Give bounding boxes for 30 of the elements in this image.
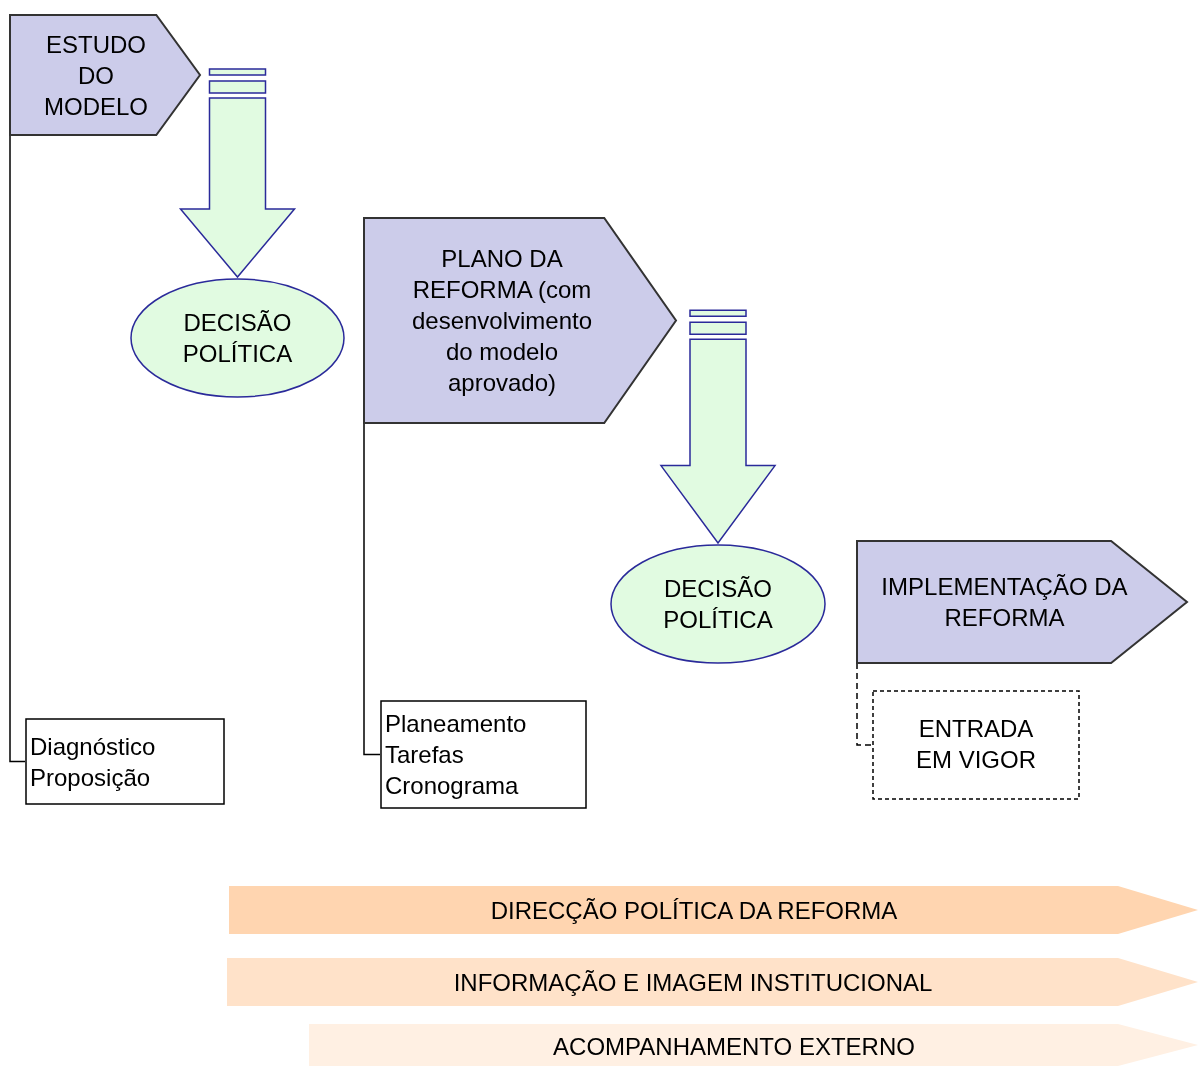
decision-ellipse [610,544,826,664]
process-arrow-box [364,218,676,423]
list-item-text: Diagnóstico [30,731,156,762]
task-list-box [380,700,587,809]
phase-band [229,886,1198,934]
process-arrow-box [857,541,1187,663]
phase-band [309,1024,1198,1066]
connector-line [856,662,873,746]
node-label: ACOMPANHAMENTO EXTERNO [553,1031,915,1062]
phase-band [227,958,1198,1006]
process-arrow-box [10,15,200,135]
node-label: ESTUDO DO MODELO [43,29,149,122]
block-arrow [178,68,297,279]
node-label: PLANO DA REFORMA (com desenvolvimento do modelo aprovado) [410,244,594,398]
node-label: DECISÃO POLÍTICA [662,574,774,635]
node-label: DECISÃO POLÍTICA [181,308,294,369]
node-label: IMPLEMENTAÇÃO DA REFORMA [880,572,1129,633]
node-label: ENTRADA EM VIGOR [915,714,1037,775]
list-item-text: Planeamento [385,709,527,739]
task-list-box [25,718,225,805]
list-item-text: Tarefas [385,740,464,770]
block-arrow [659,309,777,545]
list-item-text: Proposição [30,762,151,793]
connector-line [363,422,381,756]
node-label: INFORMAÇÃO E IMAGEM INSTITUCIONAL [453,967,933,998]
node-label: DIRECÇÃO POLÍTICA DA REFORMA [490,895,898,926]
connector-line [9,134,26,763]
list-item-text: Cronograma [385,771,519,801]
decision-ellipse [130,278,345,398]
milestone-box [872,690,1080,800]
